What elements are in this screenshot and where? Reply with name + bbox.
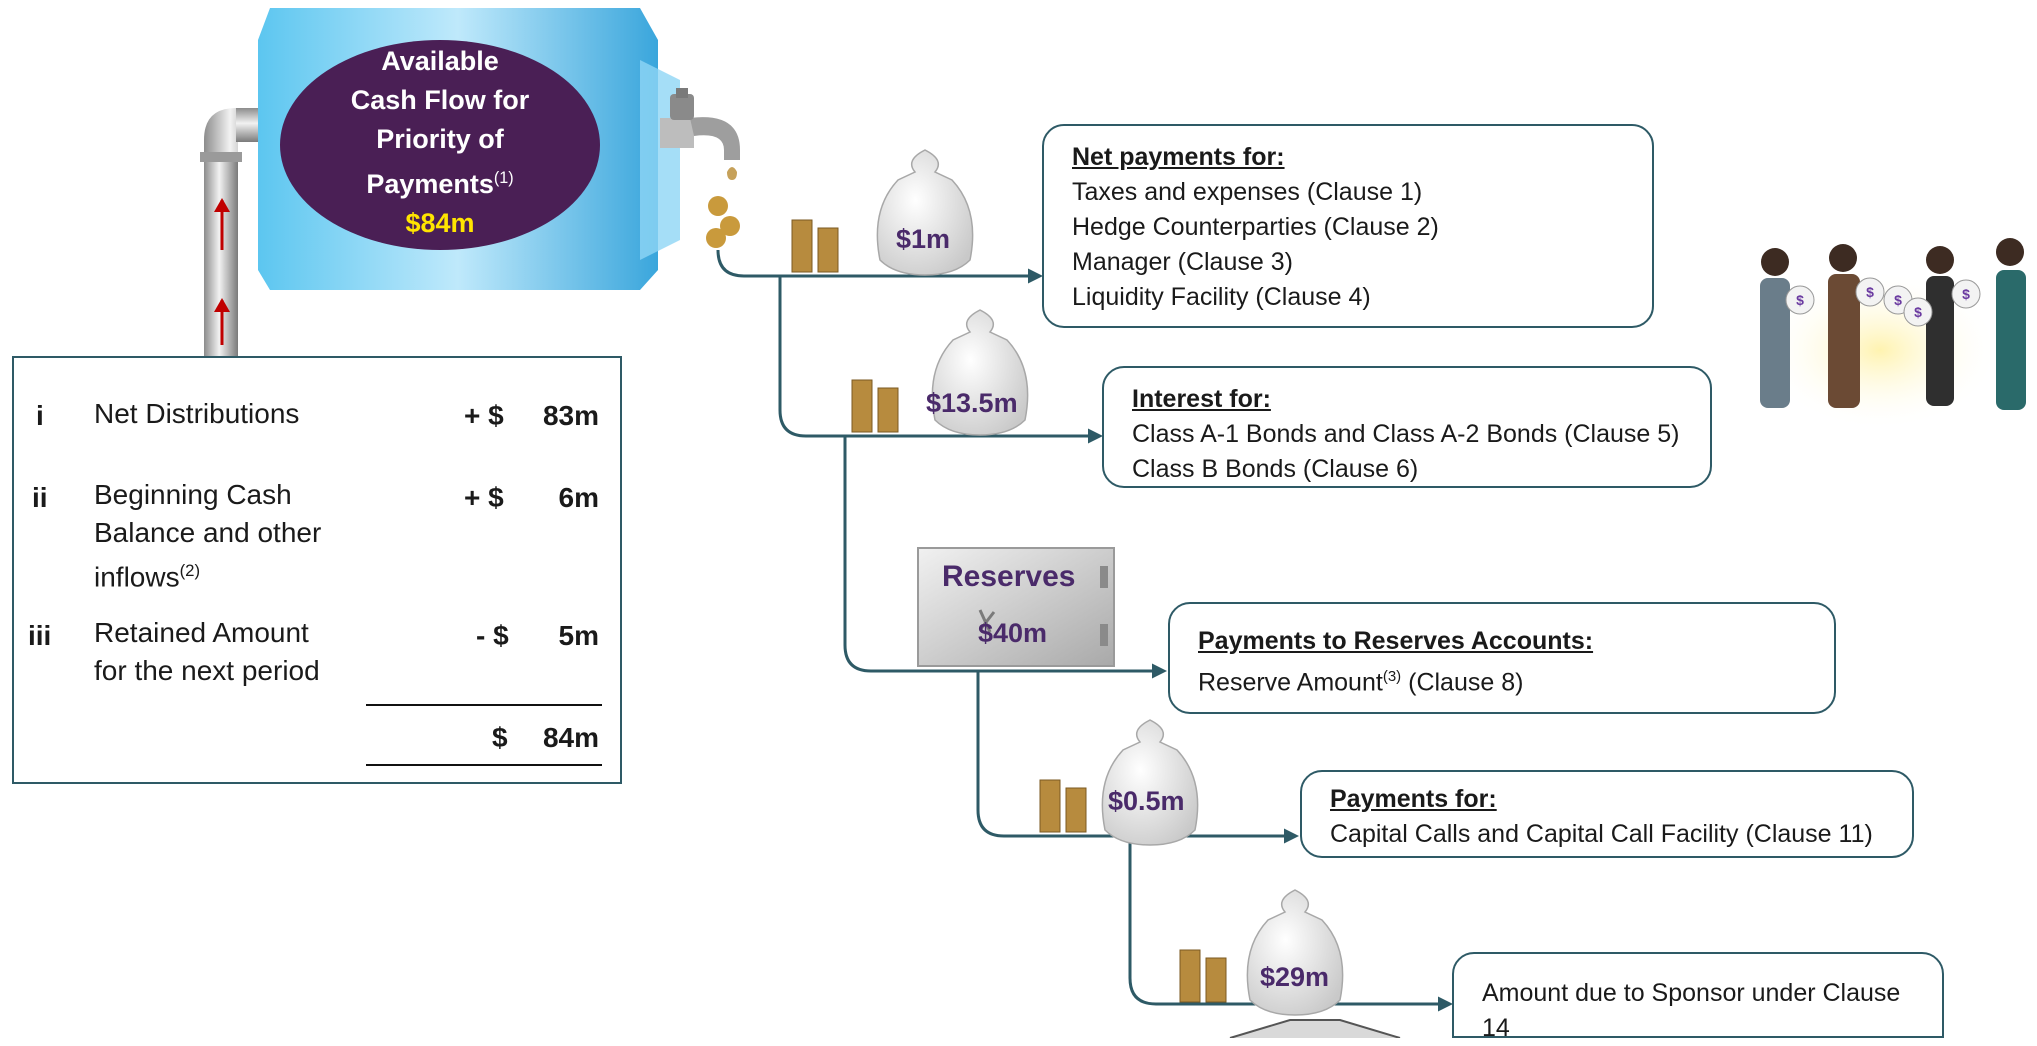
safe-label: Reserves	[942, 560, 1076, 593]
box-line: Hedge Counterparties (Clause 2)	[1072, 213, 1439, 241]
payment-box-sponsor: Amount due to Sponsor under Clause 14	[1452, 952, 1944, 1042]
coin-icon	[708, 196, 728, 216]
payment-box-capital-calls: Payments for: Capital Calls and Capital …	[1300, 770, 1914, 858]
total-rule-bottom	[366, 764, 602, 766]
box-heading: Interest for:	[1132, 385, 1271, 413]
row-num: iii	[28, 620, 52, 651]
svg-text:$: $	[1962, 286, 1970, 302]
faucet-icon	[660, 88, 740, 248]
box-heading: Payments for:	[1330, 785, 1497, 813]
row-value: 83m	[542, 400, 599, 431]
svg-text:$: $	[1894, 292, 1902, 308]
box-heading: Net payments for:	[1072, 143, 1285, 171]
step-amount: $0.5m	[1108, 786, 1185, 816]
box-line: Liquidity Facility (Clause 4)	[1072, 283, 1371, 311]
tank-label: Available Cash Flow for Priority of Paym…	[330, 42, 550, 243]
pipe-icon	[200, 108, 266, 358]
box-heading: Payments to Reserves Accounts:	[1198, 627, 1594, 655]
tank-line1: Available	[381, 46, 499, 76]
box-line: Class A-1 Bonds and Class A-2 Bonds (Cla…	[1132, 420, 1680, 448]
people-with-money-bags-icon: $ $ $ $ $	[1760, 238, 2026, 430]
total-sign: $	[492, 722, 508, 753]
box-line: Capital Calls and Capital Call Facility …	[1330, 820, 1873, 848]
flow-connectors	[716, 249, 1453, 1012]
row-sign: - $	[476, 620, 509, 651]
total-value: 84m	[542, 722, 599, 753]
step-amount: $1m	[896, 224, 951, 254]
box-line: Manager (Clause 3)	[1072, 248, 1293, 276]
step-amount: $13.5m	[926, 388, 1018, 418]
step-amount: $29m	[1260, 962, 1330, 992]
row-value: 5m	[558, 620, 599, 651]
row-label: Retained Amount for the next period	[94, 617, 320, 686]
safe-icon	[917, 547, 1115, 667]
row-label: Beginning Cash Balance and other inflows…	[94, 479, 322, 593]
step-amount: $40m	[978, 618, 1048, 648]
coin-stack-icon	[791, 219, 1227, 1003]
tank-line4: Payments(1)	[366, 169, 514, 199]
row-label: Net Distributions	[94, 398, 300, 429]
payment-box-clauses-1-4: Net payments for: Taxes and expenses (Cl…	[1042, 124, 1654, 328]
tank-line3: Priority of	[376, 124, 504, 154]
tank-line2: Cash Flow for	[350, 85, 530, 115]
water-tank-icon	[258, 8, 680, 290]
payment-box-interest: Interest for: Class A-1 Bonds and Class …	[1102, 366, 1712, 488]
svg-text:$: $	[1796, 292, 1804, 308]
box-line: Amount due to Sponsor under Clause 14	[1482, 979, 1901, 1042]
money-bag-icon	[876, 149, 1344, 1016]
svg-text:$: $	[1914, 304, 1922, 320]
box-line: Reserve Amount(3) (Clause 8)	[1198, 668, 1524, 697]
svg-text:$: $	[1866, 284, 1874, 300]
row-num: ii	[32, 482, 48, 513]
cash-sources-table: i Net Distributions + $ 83m ii Beginning…	[12, 356, 622, 784]
total-rule-top	[366, 704, 602, 706]
row-sign: + $	[464, 482, 504, 513]
row-value: 6m	[558, 482, 599, 513]
partial-shape	[1229, 1019, 1401, 1038]
row-sign: + $	[464, 400, 504, 431]
payment-box-reserves: Payments to Reserves Accounts: Reserve A…	[1168, 602, 1836, 714]
box-line: Class B Bonds (Clause 6)	[1132, 455, 1419, 483]
row-num: i	[36, 400, 44, 431]
tank-total: $84m	[405, 208, 475, 238]
box-line: Taxes and expenses (Clause 1)	[1072, 178, 1423, 206]
